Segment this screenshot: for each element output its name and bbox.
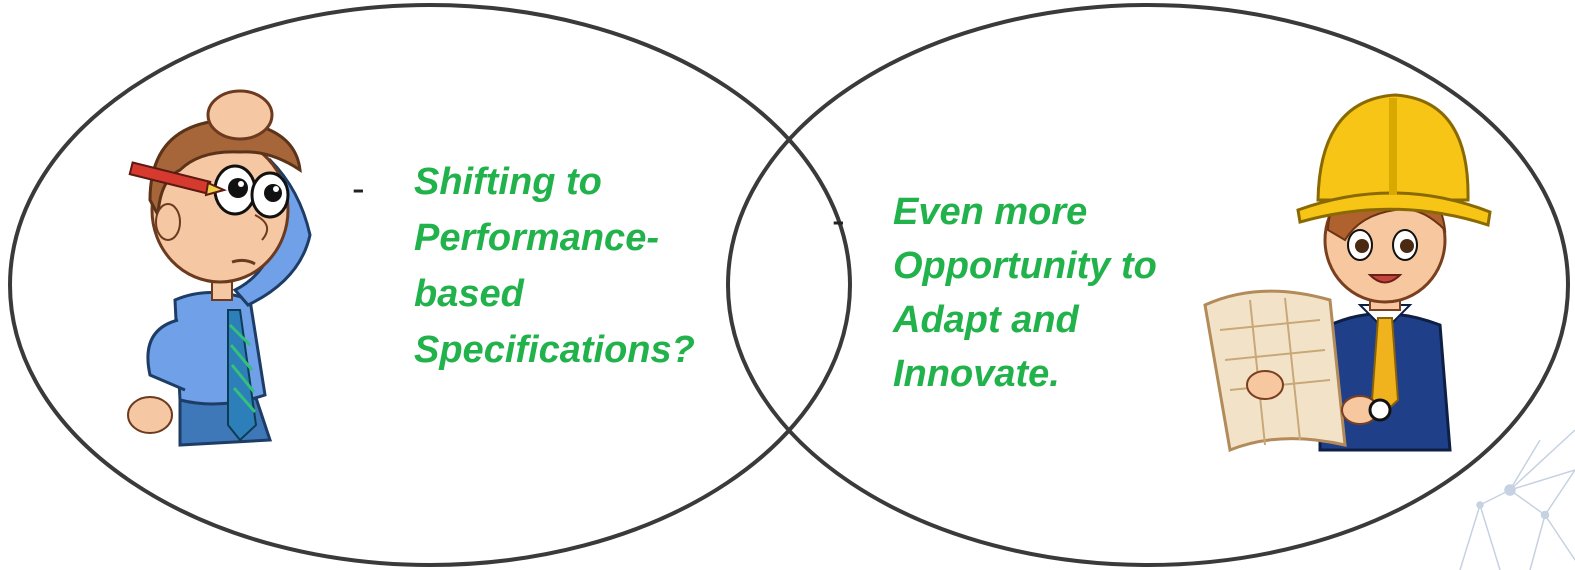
engineer-with-blueprint-illustration bbox=[1203, 93, 1492, 453]
left-line-3: based bbox=[414, 273, 524, 315]
network-mesh-decoration bbox=[1459, 429, 1575, 570]
right-line-3: Adapt and bbox=[893, 299, 1079, 341]
right-bullet-text: Even more Opportunity to Adapt and Innov… bbox=[893, 190, 1157, 396]
left-bullet-dash: - bbox=[352, 168, 365, 210]
left-ellipse bbox=[8, 3, 852, 567]
right-bullet-dash: - bbox=[832, 200, 845, 242]
left-line-4: Specifications? bbox=[414, 329, 695, 371]
left-line-2: Performance- bbox=[414, 217, 659, 259]
right-ellipse bbox=[726, 3, 1570, 567]
left-bullet-text: Shifting to Performance- based Specifica… bbox=[414, 160, 695, 372]
thinking-man-illustration bbox=[127, 89, 312, 447]
left-line-1: Shifting to bbox=[414, 161, 602, 203]
right-line-4: Innovate. bbox=[893, 353, 1060, 395]
right-line-2: Opportunity to bbox=[893, 245, 1157, 287]
right-line-1: Even more bbox=[893, 191, 1088, 233]
